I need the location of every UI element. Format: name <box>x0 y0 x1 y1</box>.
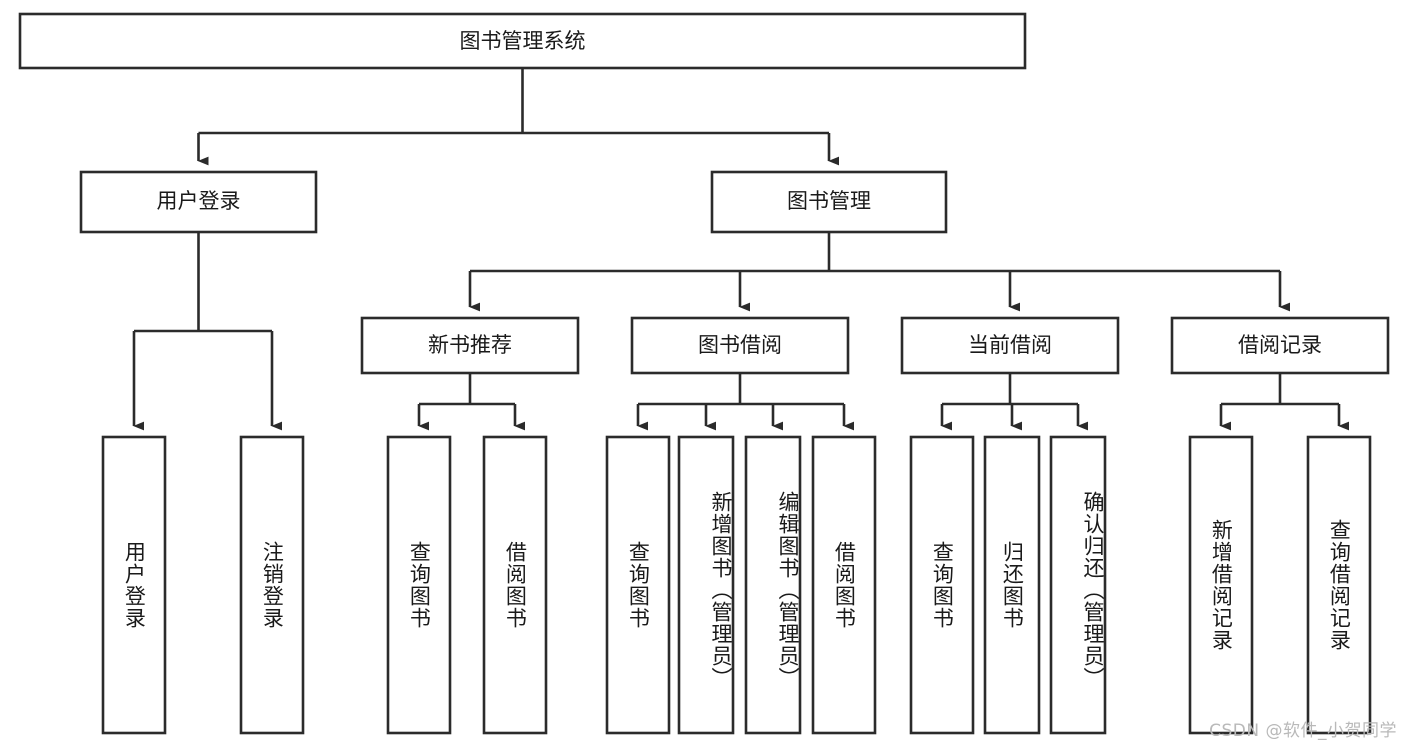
node-borrow-record[interactable]: 借阅记录 <box>1170 316 1390 375</box>
node-borrow-record-box[interactable] <box>1170 316 1390 375</box>
node-root-box[interactable] <box>18 12 1027 70</box>
node-user-login-label: 用户登录 <box>157 189 241 213</box>
node-user-login-box[interactable] <box>79 170 318 234</box>
node-user-login[interactable]: 用户登录 <box>79 170 318 234</box>
leaf-box-bb-edit-book[interactable] <box>744 435 802 735</box>
leaf-box-bb-query-book[interactable] <box>605 435 671 735</box>
node-book-manage-label: 图书管理 <box>787 189 871 213</box>
node-root[interactable]: 图书管理系统 <box>18 12 1027 70</box>
leaf-box-cb-query-book[interactable] <box>909 435 975 735</box>
leaf-box-nb-query-book[interactable] <box>386 435 452 735</box>
csdn-watermark: CSDN @软件_小贺同学 <box>1209 721 1397 741</box>
node-current-borrow-box[interactable] <box>900 316 1120 375</box>
leaf-box-nb-borrow-book[interactable] <box>482 435 548 735</box>
node-book-manage-box[interactable] <box>710 170 948 234</box>
node-new-book-rec[interactable]: 新书推荐 <box>360 316 580 375</box>
leaf-box-br-query-record[interactable] <box>1306 435 1372 735</box>
leaf-box-bb-add-book[interactable] <box>677 435 735 735</box>
leaf-box-bb-borrow-book[interactable] <box>811 435 877 735</box>
node-new-book-rec-box[interactable] <box>360 316 580 375</box>
leaf-box-user-login[interactable] <box>101 435 167 735</box>
node-current-borrow-label: 当前借阅 <box>968 333 1052 357</box>
node-borrow-record-label: 借阅记录 <box>1238 333 1322 357</box>
node-book-borrow[interactable]: 图书借阅 <box>630 316 850 375</box>
node-root-label: 图书管理系统 <box>460 29 586 53</box>
node-new-book-rec-label: 新书推荐 <box>428 333 512 357</box>
leaf-box-cb-confirm-return[interactable] <box>1049 435 1107 735</box>
node-book-borrow-box[interactable] <box>630 316 850 375</box>
node-book-manage[interactable]: 图书管理 <box>710 170 948 234</box>
leaf-box-layer <box>101 435 1372 735</box>
leaf-box-br-add-record[interactable] <box>1188 435 1254 735</box>
leaf-box-user-logout[interactable] <box>239 435 305 735</box>
connector-layer <box>132 68 1350 431</box>
node-current-borrow[interactable]: 当前借阅 <box>900 316 1120 375</box>
node-book-borrow-label: 图书借阅 <box>698 333 782 357</box>
leaf-box-cb-return-book[interactable] <box>983 435 1041 735</box>
